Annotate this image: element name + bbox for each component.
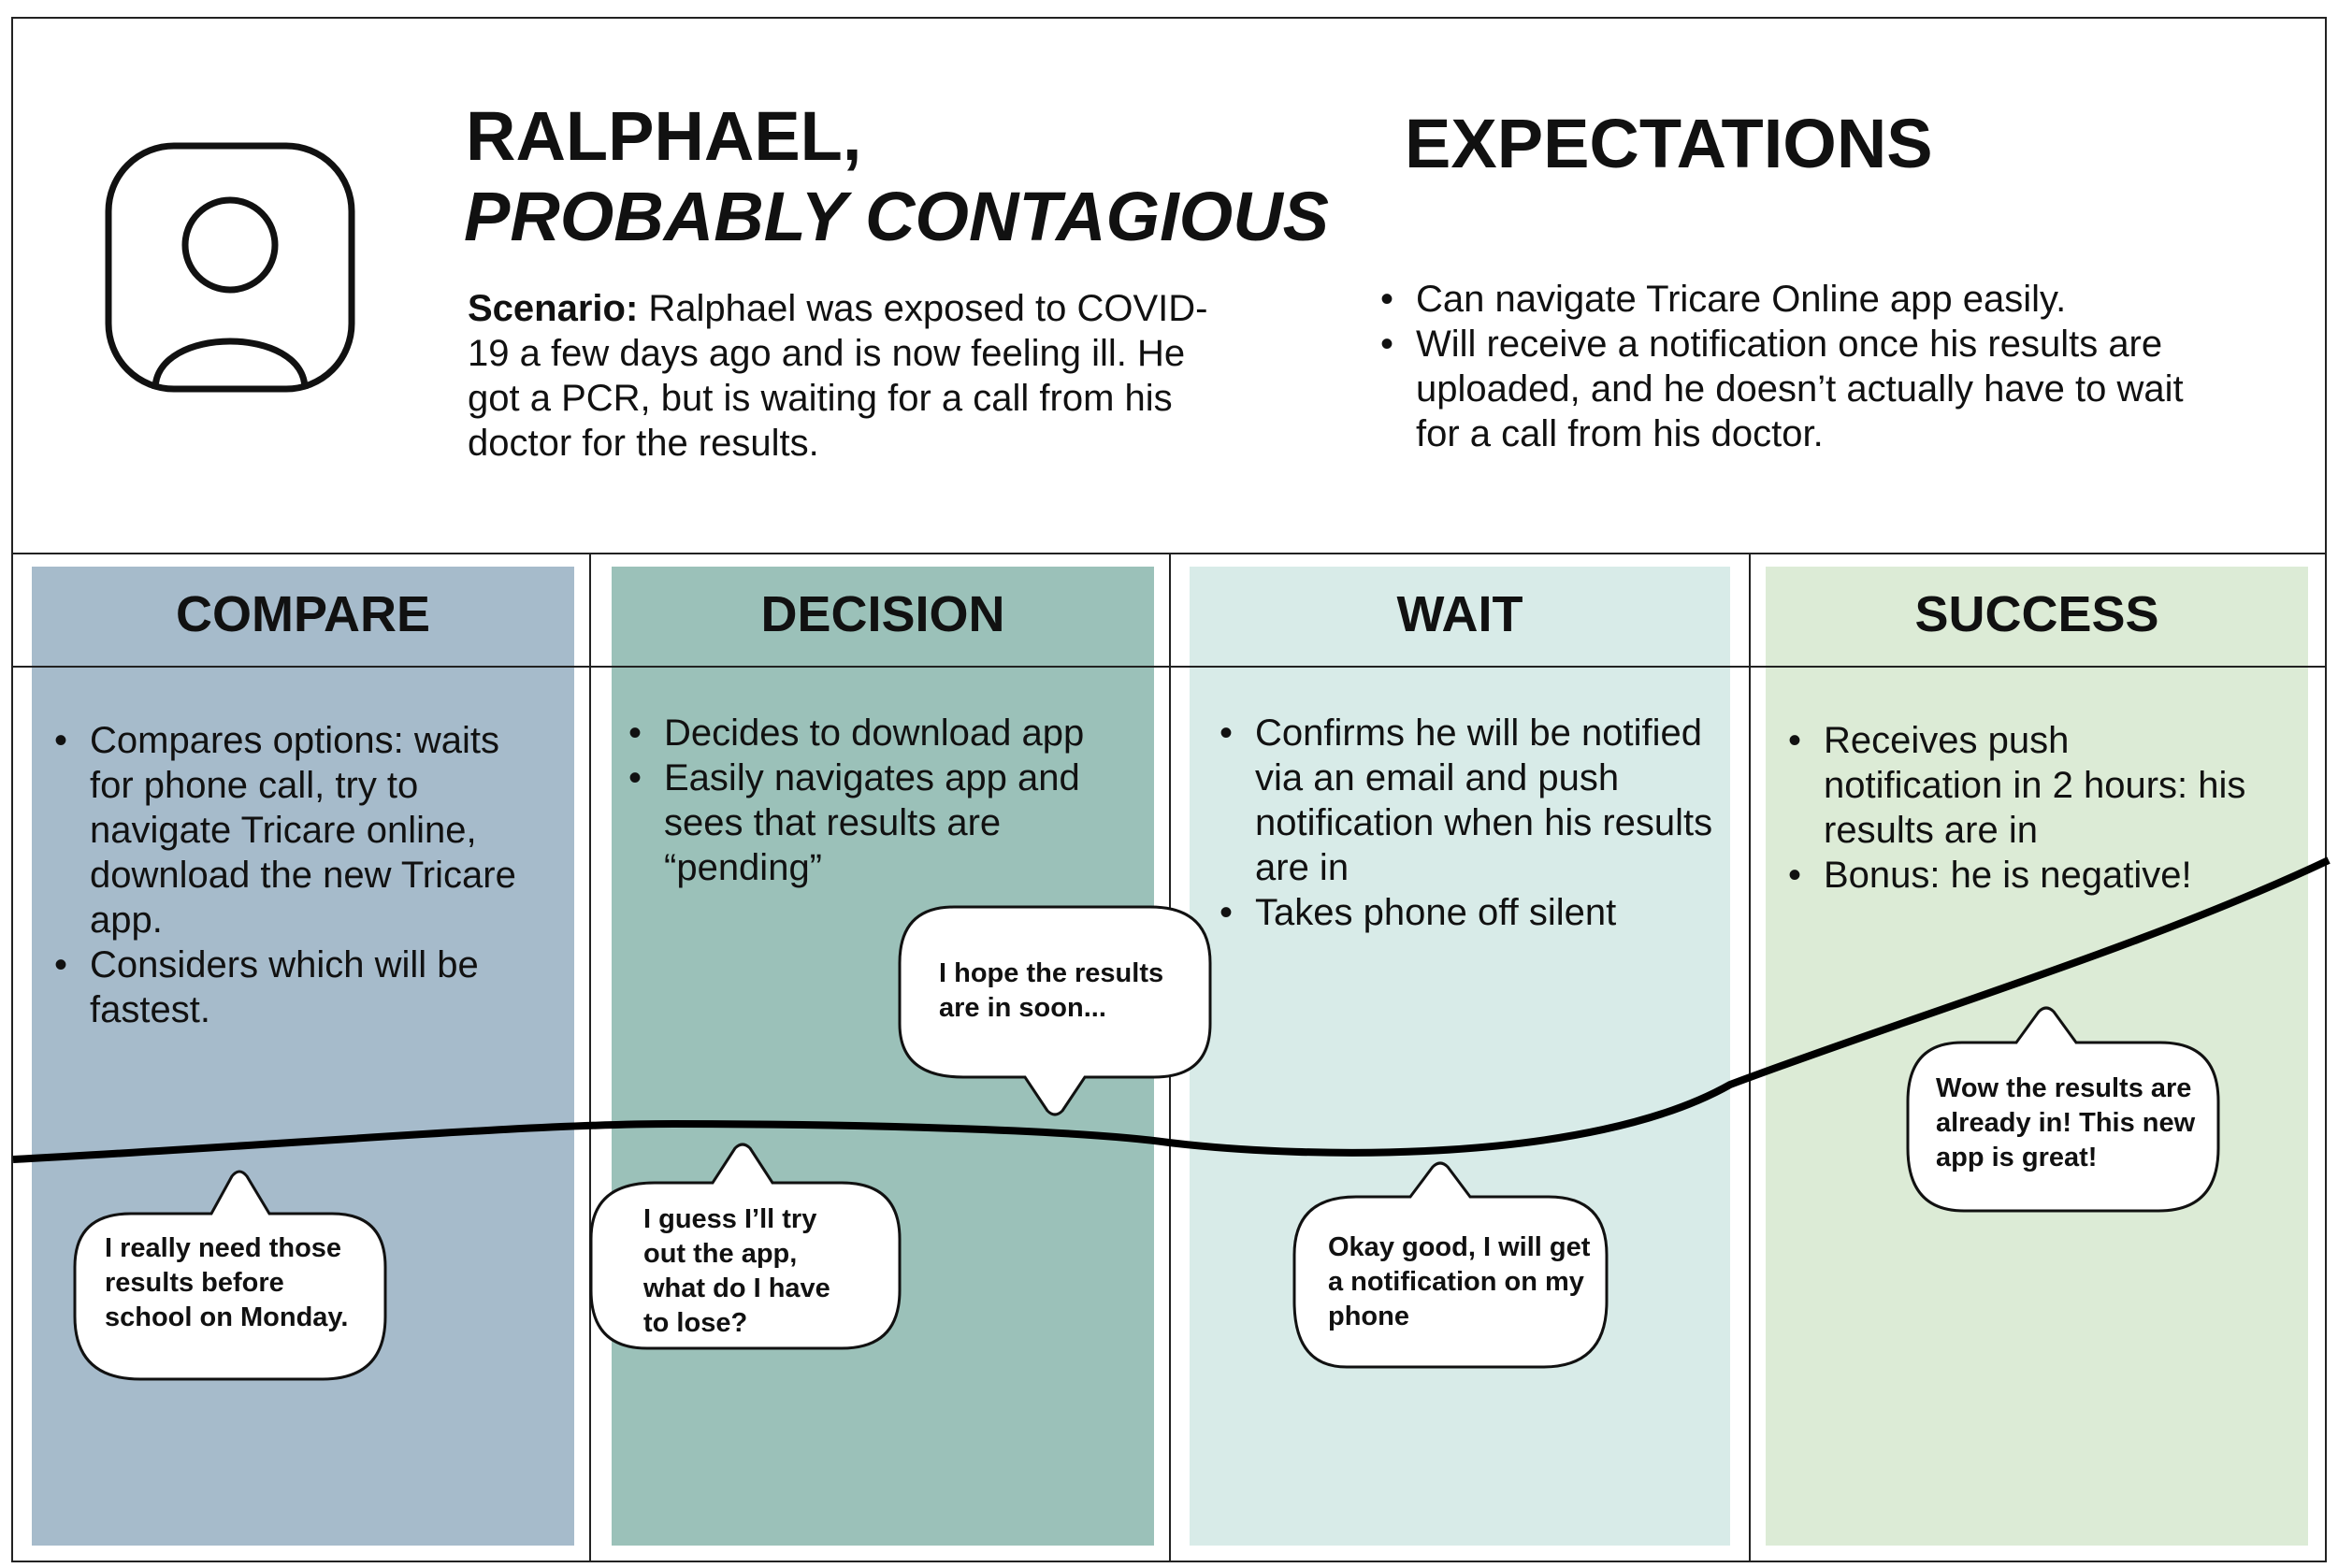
stage-title-wait: WAIT	[1396, 586, 1523, 642]
emotion-curve	[12, 856, 2331, 1163]
scenario-label: Scenario:	[468, 288, 639, 329]
bullet: •	[1380, 324, 1394, 365]
speech-bubble	[1292, 1161, 1609, 1369]
decision-actions: •Decides to download app •Easily navigat…	[628, 711, 1138, 890]
wait-actions: •Confirms he will be notified via an ema…	[1220, 711, 1725, 935]
expectation-item: •Can navigate Tricare Online app easily.	[1380, 279, 2067, 320]
action-item: •Bonus: he is negative!	[1788, 855, 2192, 896]
persona-subtitle: PROBABLY CONTAGIOUS	[464, 178, 1330, 255]
bullet: •	[54, 944, 68, 985]
expectations-title: EXPECTATIONS	[1405, 105, 1933, 182]
stage-title-compare: COMPARE	[175, 586, 430, 642]
bullet: •	[54, 720, 68, 761]
compare-actions: •Compares options: waits for phone call,…	[54, 718, 541, 1032]
scenario-body: Ralphael was exposed to COVID-19 a few d…	[468, 288, 1208, 464]
column-divider-3	[1749, 553, 1751, 1562]
thought-wait: Okay good, I will get a notification on …	[1328, 1232, 1591, 1331]
bullet: •	[1380, 279, 1394, 320]
bullet: •	[1788, 720, 1802, 761]
scenario-text: Scenario: Ralphael was exposed to COVID-…	[468, 286, 1216, 466]
speech-bubble	[589, 1143, 902, 1350]
bullet: •	[628, 757, 642, 798]
thought-compare: I really need those results before schoo…	[105, 1233, 349, 1332]
speech-bubble	[1906, 1006, 2220, 1213]
expectation-item: •Will receive a notification once his re…	[1380, 324, 2184, 454]
wait-column-background	[1190, 567, 1730, 1546]
column-divider-1	[589, 553, 591, 1562]
action-item: •Takes phone off silent	[1220, 892, 1617, 933]
persona-name: RALPHAEL,	[466, 97, 862, 175]
bullet: •	[628, 712, 642, 754]
stage-title-success: SUCCESS	[1914, 586, 2159, 642]
bullet: •	[1220, 892, 1234, 933]
action-item: •Considers which will be fastest.	[54, 944, 479, 1030]
action-item: •Confirms he will be notified via an ema…	[1220, 712, 1713, 888]
thought-success: Wow the results are already in! This new…	[1936, 1073, 2196, 1172]
thought-decision-try-app: I guess I’ll try out the app, what do I …	[643, 1204, 830, 1338]
action-item: •Receives push notification in 2 hours: …	[1788, 720, 2246, 851]
action-item: •Decides to download app	[628, 712, 1085, 754]
speech-bubble	[73, 1170, 387, 1381]
compare-column-background	[32, 567, 574, 1546]
stage-title-decision: DECISION	[760, 586, 1005, 642]
thought-decision-hope: I hope the results are in soon...	[939, 958, 1164, 1023]
speech-bubble	[898, 905, 1212, 1116]
action-item: •Easily navigates app and sees that resu…	[628, 757, 1080, 888]
success-actions: •Receives push notification in 2 hours: …	[1788, 718, 2256, 898]
bullet: •	[1220, 712, 1234, 754]
user-avatar-icon	[105, 142, 355, 393]
bullet: •	[1788, 855, 1802, 896]
action-item: •Compares options: waits for phone call,…	[54, 720, 516, 941]
expectations-list: •Can navigate Tricare Online app easily.…	[1380, 277, 2185, 456]
